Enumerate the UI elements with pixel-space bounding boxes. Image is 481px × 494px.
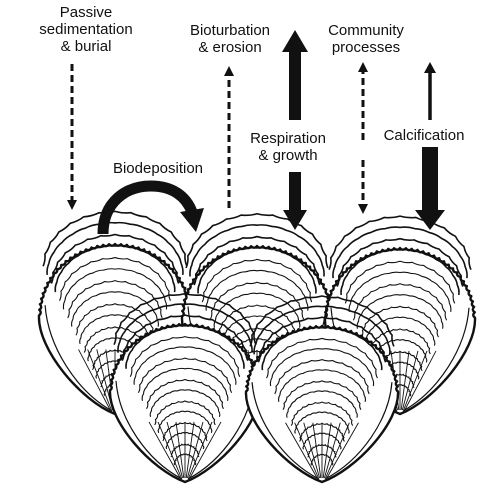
label-line: & erosion [178, 39, 282, 56]
calcification-label: Calcification [374, 127, 474, 144]
oyster-cluster [39, 211, 475, 482]
calcification-up-arrow [424, 62, 436, 120]
growth-down-arrow [283, 172, 307, 230]
label-line: Biodeposition [100, 160, 216, 177]
passive-sedimentation-down-arrow [67, 64, 77, 210]
community-processes-label: Community processes [314, 22, 418, 56]
label-line: Calcification [374, 127, 474, 144]
label-line: Respiration [242, 130, 334, 147]
label-line: & burial [28, 38, 144, 55]
respiration-up-arrow [282, 30, 308, 120]
bioturbation-up-arrow [224, 66, 234, 208]
community-up-arrow [358, 62, 368, 140]
label-line: Bioturbation [178, 22, 282, 39]
label-line: Passive [28, 4, 144, 21]
community-down-arrow [358, 160, 368, 214]
label-line: processes [314, 39, 418, 56]
biodeposition-curved-arrow [103, 186, 204, 234]
bioturbation-erosion-label: Bioturbation & erosion [178, 22, 282, 56]
respiration-growth-label: Respiration & growth [242, 130, 334, 164]
label-line: & growth [242, 147, 334, 164]
calcification-down-arrow [415, 147, 445, 230]
label-line: sedimentation [28, 21, 144, 38]
passive-sedimentation-label: Passive sedimentation & burial [28, 4, 144, 55]
biodeposition-label: Biodeposition [100, 160, 216, 177]
label-line: Community [314, 22, 418, 39]
